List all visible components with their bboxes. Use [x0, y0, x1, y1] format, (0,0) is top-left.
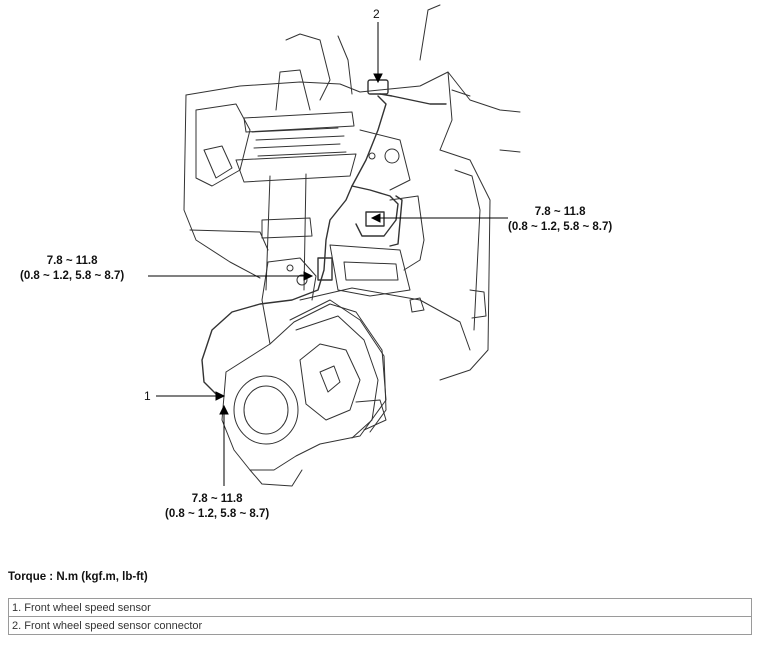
torque-detail: (0.8 ~ 1.2, 5.8 ~ 8.7) — [165, 508, 270, 520]
legend-row: 2. Front wheel speed sensor connector — [8, 616, 752, 635]
torque-detail: (0.8 ~ 1.2, 5.8 ~ 8.7) — [20, 270, 125, 282]
torque-callout-middle-left: 7.8 ~ 11.8 (0.8 ~ 1.2, 5.8 ~ 8.7) — [20, 254, 124, 284]
legend-item: 2. Front wheel speed sensor connector — [8, 616, 752, 635]
torque-value: 7.8 ~ 11.8 — [191, 493, 243, 505]
torque-value: 7.8 ~ 11.8 — [534, 206, 586, 218]
torque-detail: (0.8 ~ 1.2, 5.8 ~ 8.7) — [508, 221, 613, 233]
inner-fender-panel — [183, 4, 521, 381]
torque-unit-heading: Torque : N.m (kgf.m, lb-ft) — [8, 571, 148, 583]
part-number-connector: 2 — [373, 7, 380, 21]
part-number-sensor: 1 — [144, 389, 151, 403]
strut-assembly — [235, 69, 357, 291]
legend-row: 1. Front wheel speed sensor — [8, 598, 752, 617]
torque-value: 7.8 ~ 11.8 — [46, 255, 98, 267]
legend-item: 1. Front wheel speed sensor — [8, 598, 752, 617]
sensor-harness — [201, 79, 447, 397]
torque-callout-bottom: 7.8 ~ 11.8 (0.8 ~ 1.2, 5.8 ~ 8.7) — [165, 492, 269, 522]
torque-callout-upper-right: 7.8 ~ 11.8 (0.8 ~ 1.2, 5.8 ~ 8.7) — [508, 205, 612, 235]
parts-legend-table: 1. Front wheel speed sensor 2. Front whe… — [8, 598, 752, 635]
front-suspension-illustration — [148, 4, 521, 487]
knuckle-and-hub — [221, 257, 387, 487]
